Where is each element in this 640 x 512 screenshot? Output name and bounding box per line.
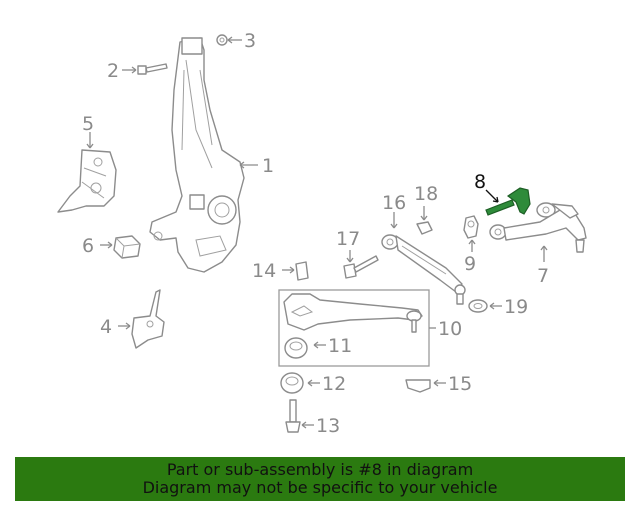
part-9-nut	[463, 215, 479, 252]
callout-6[interactable]: 6	[82, 235, 94, 257]
part-2-bolt	[122, 63, 168, 75]
callout-12[interactable]: 12	[322, 373, 346, 395]
part-17-bolt	[343, 250, 379, 279]
part-12-bushing	[280, 372, 320, 394]
part-7-upper-control-arm	[489, 202, 587, 262]
callout-19[interactable]: 19	[504, 296, 528, 318]
part-14-clip	[282, 261, 309, 281]
callout-17[interactable]: 17	[336, 228, 360, 250]
banner-line-2: Diagram may not be specific to your vehi…	[142, 478, 498, 497]
callout-11[interactable]: 11	[328, 335, 352, 357]
callout-10[interactable]: 10	[438, 318, 462, 340]
callout-14[interactable]: 14	[252, 260, 276, 282]
callout-5[interactable]: 5	[82, 113, 94, 135]
part-3-nut	[216, 34, 242, 46]
part-15-clip	[405, 379, 446, 393]
part-8-highlighted-bolt[interactable]	[485, 187, 531, 216]
callout-16[interactable]: 16	[382, 192, 406, 214]
part-19-washer	[468, 299, 502, 313]
callout-13[interactable]: 13	[316, 415, 340, 437]
part-1-steering-knuckle	[149, 37, 258, 273]
part-5-shield	[57, 132, 117, 213]
callout-1[interactable]: 1	[262, 155, 274, 177]
callout-2[interactable]: 2	[107, 60, 119, 82]
parts-diagram: 3 2 1 5 6	[57, 30, 587, 437]
callout-15[interactable]: 15	[448, 373, 472, 395]
banner-line-1: Part or sub-assembly is #8 in diagram	[166, 460, 474, 479]
part-4-bracket	[118, 289, 165, 349]
info-banner: Part or sub-assembly is #8 in diagram Di…	[15, 457, 625, 501]
part-13-bolt	[285, 399, 314, 433]
part-10-assembly-box	[278, 289, 436, 367]
callout-8[interactable]: 8	[474, 171, 486, 193]
callout-18[interactable]: 18	[414, 183, 438, 205]
callout-7[interactable]: 7	[537, 265, 549, 287]
callout-4[interactable]: 4	[100, 316, 112, 338]
part-18-nut	[416, 206, 433, 235]
part-6-bushing	[100, 235, 141, 259]
callout-3[interactable]: 3	[244, 30, 256, 52]
part-16-link-arm	[381, 212, 466, 305]
callout-9[interactable]: 9	[464, 253, 476, 275]
